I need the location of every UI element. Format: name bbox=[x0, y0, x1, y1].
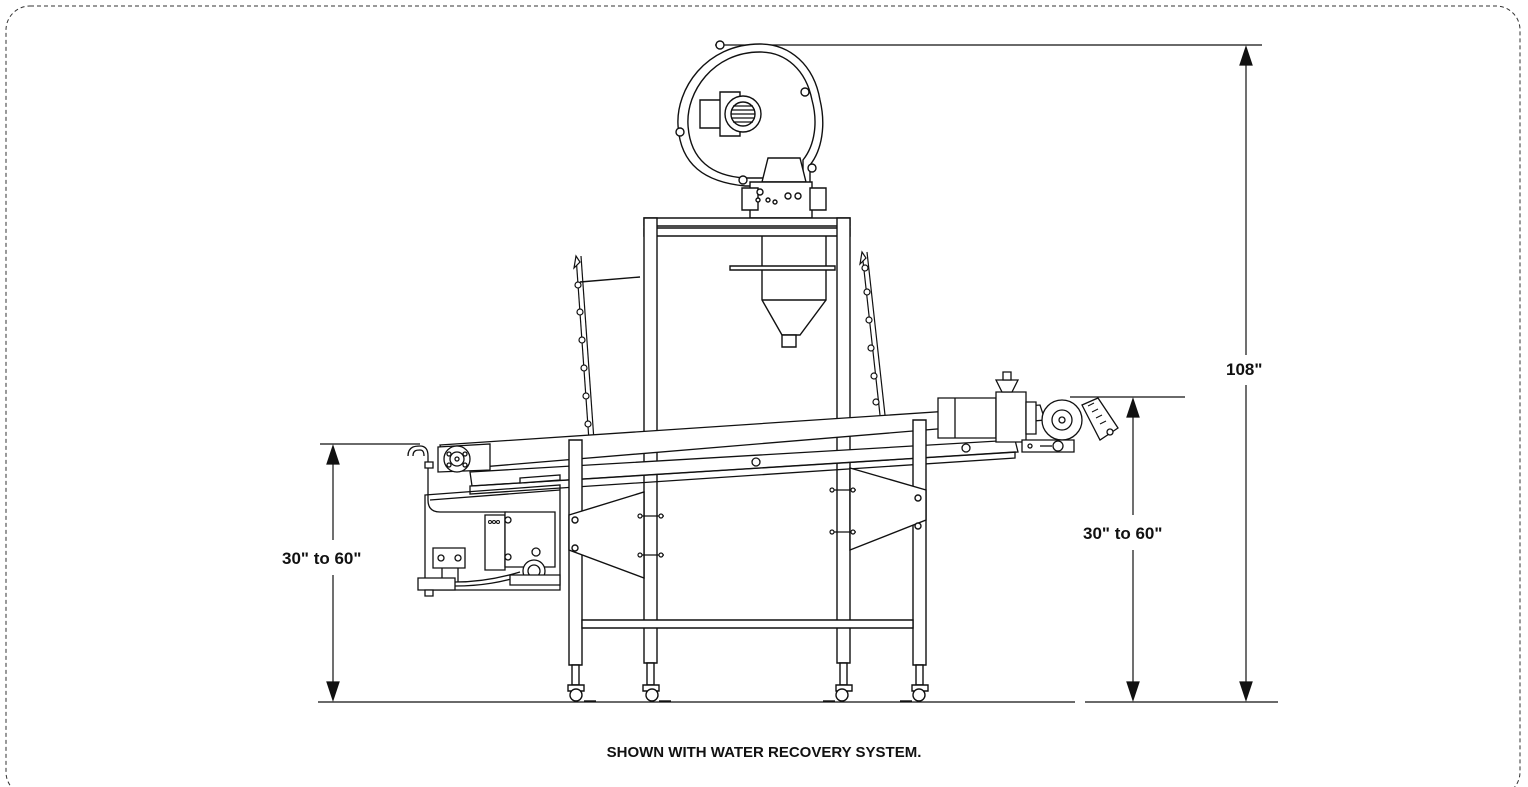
right-height-dimension bbox=[1070, 397, 1185, 700]
water-recovery-system bbox=[408, 446, 560, 596]
caption: SHOWN WITH WATER RECOVERY SYSTEM. bbox=[606, 744, 922, 761]
caster bbox=[823, 685, 852, 701]
left-height-label: 30" to 60" bbox=[282, 549, 362, 568]
lower-frame bbox=[568, 420, 928, 701]
caster bbox=[568, 685, 596, 701]
drive-motor bbox=[938, 372, 1118, 452]
right-height-label: 30" to 60" bbox=[1083, 524, 1163, 543]
overall-height-dimension bbox=[715, 45, 1262, 700]
left-side-guard bbox=[574, 256, 595, 455]
right-side-guard bbox=[860, 252, 885, 415]
conveyor-bed bbox=[425, 405, 1045, 590]
overall-height-label: 108" bbox=[1226, 360, 1263, 379]
caster bbox=[900, 685, 928, 701]
blower-housing bbox=[676, 41, 826, 218]
left-height-dimension bbox=[320, 444, 420, 700]
caster bbox=[643, 685, 671, 701]
